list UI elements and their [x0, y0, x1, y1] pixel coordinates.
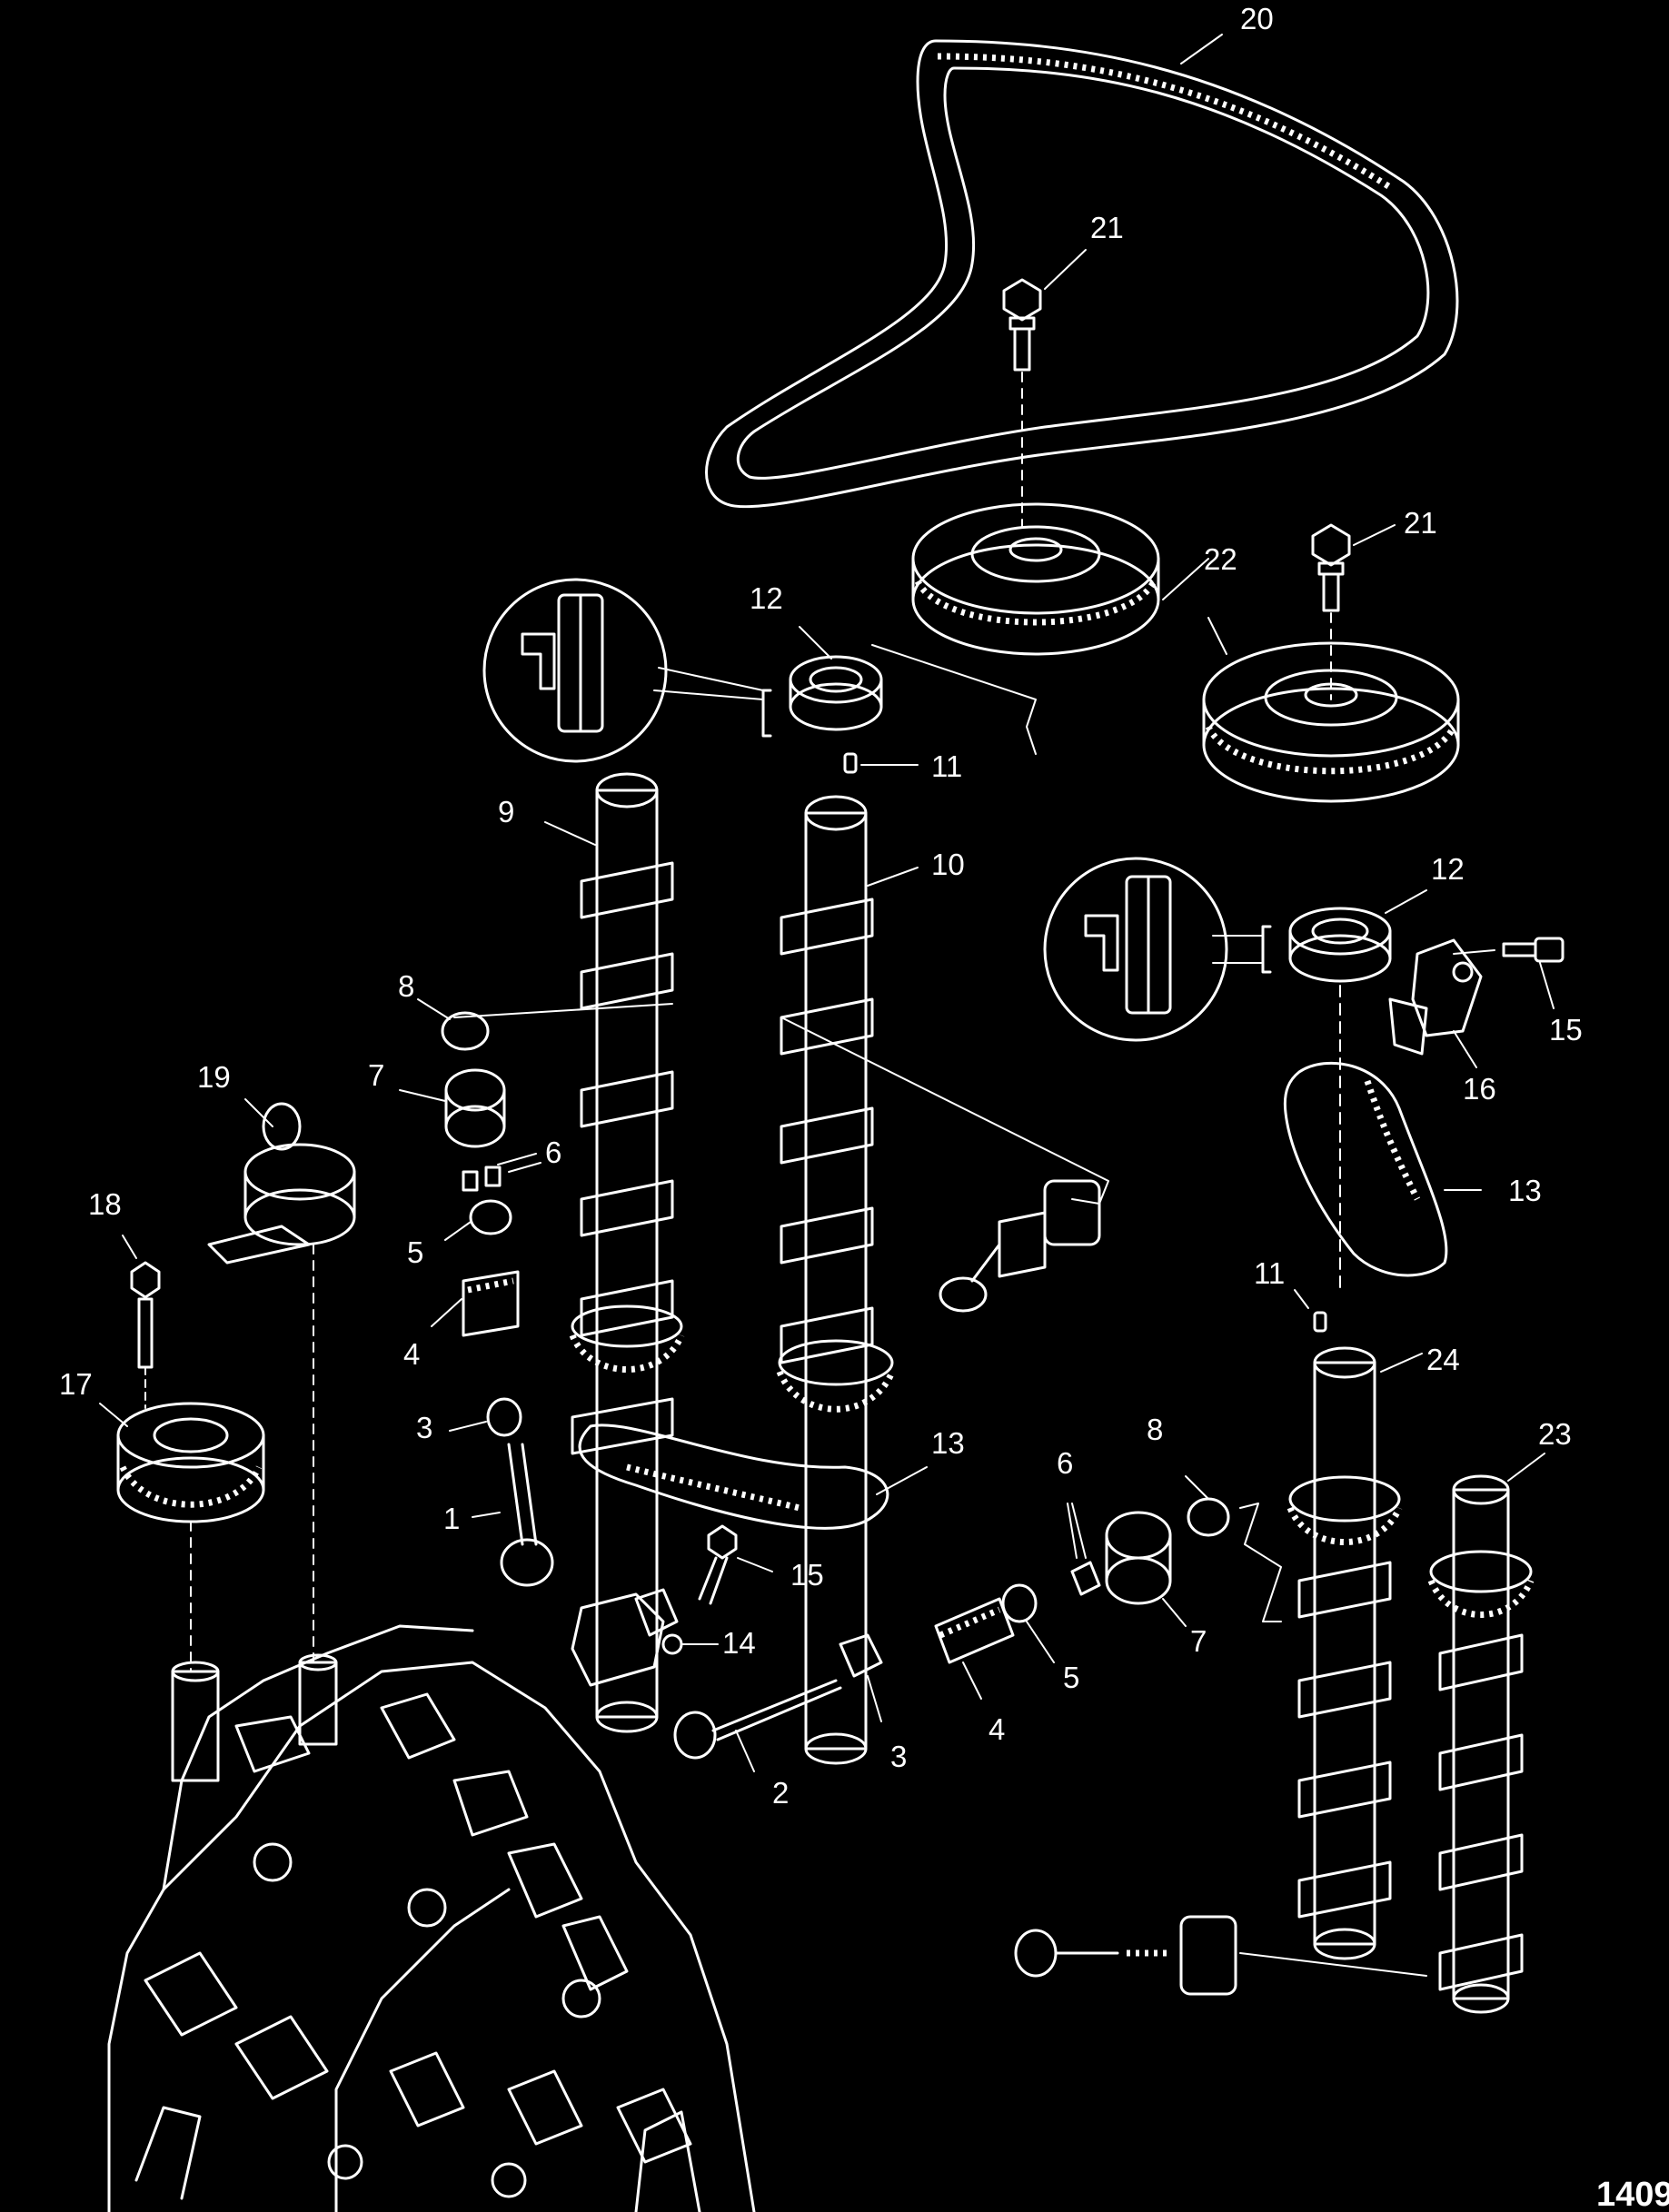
camshaft-center	[453, 795, 1109, 1765]
callout-label: 3	[890, 1740, 907, 1773]
cam-sprocket-upper	[911, 502, 1209, 656]
oil-seal-right	[1288, 889, 1427, 1291]
callout-label: 13	[931, 1426, 965, 1460]
callout-label: 8	[398, 969, 414, 1003]
bolt-crank	[122, 1235, 161, 1409]
dowel-pin-upper	[843, 752, 919, 774]
dowel-pin-right	[1294, 1289, 1327, 1333]
callout-label: 11	[1254, 1256, 1285, 1290]
valve-assembly-bottom-right	[1014, 1915, 1427, 1996]
chain-tensioner-right	[1388, 938, 1483, 1068]
callout-label: 1	[443, 1502, 460, 1535]
callout-label: 14	[722, 1626, 756, 1660]
valve-train-lower-center	[673, 1475, 1282, 1772]
engine-block	[107, 1624, 756, 2212]
callout-label: 17	[59, 1367, 93, 1401]
belt-tensioner-pulley	[207, 1098, 356, 1663]
callout-label: 12	[1431, 852, 1465, 886]
callout-label: 15	[790, 1558, 824, 1592]
crank-sprocket	[99, 1402, 265, 1672]
detail-circle-upper	[482, 578, 772, 763]
callout-label: 15	[1549, 1013, 1583, 1046]
callout-label: 20	[1240, 2, 1274, 35]
callout-label: 7	[1190, 1624, 1207, 1658]
detail-circle-right	[1043, 857, 1272, 1042]
callout-label: 19	[197, 1060, 231, 1094]
callout-label: 9	[498, 795, 514, 828]
callout-label: 18	[88, 1187, 122, 1221]
callout-label: 7	[368, 1058, 384, 1092]
callout-label: 4	[988, 1712, 1005, 1746]
callout-label: 3	[416, 1411, 432, 1444]
timing-chain-right	[1283, 1061, 1482, 1277]
callout-label: 23	[1538, 1417, 1572, 1451]
callout-label: 24	[1426, 1343, 1460, 1376]
figure-number: 1409	[1596, 2176, 1669, 2212]
callout-label: 22	[1204, 542, 1237, 576]
timing-chain-center	[578, 1423, 928, 1530]
callout-label: 16	[1463, 1072, 1496, 1106]
callout-label: 12	[750, 581, 783, 615]
callout-label: 21	[1404, 506, 1437, 540]
callout-label: 2	[772, 1776, 789, 1810]
callout-label: 5	[407, 1235, 423, 1269]
valve-train-left	[399, 998, 554, 1587]
camshaft-left	[544, 772, 685, 1733]
callout-label: 6	[545, 1136, 561, 1169]
bolt-upper	[1002, 249, 1087, 528]
callout-label: 6	[1057, 1446, 1073, 1480]
chain-tensioner-center	[571, 1588, 719, 1687]
callout-label: 8	[1147, 1413, 1163, 1446]
bolt-center	[698, 1524, 773, 1605]
valve-assembly-upper-right	[939, 1179, 1101, 1313]
camshaft-24	[1287, 1346, 1423, 1960]
camshaft-23	[1427, 1453, 1545, 2014]
callout-label: 4	[403, 1337, 420, 1371]
callout-label: 11	[931, 749, 962, 783]
callout-label: 21	[1090, 211, 1124, 244]
callout-label: 5	[1063, 1661, 1079, 1694]
timing-belt	[705, 34, 1459, 509]
cam-sprocket-lower	[1202, 617, 1460, 803]
callout-labels: 20 21 21 22 12 11 9 10 12 15 16 8 19 7 6…	[59, 2, 1669, 2212]
callout-label: 13	[1508, 1174, 1542, 1207]
callout-label: 10	[931, 848, 965, 881]
bolt-right	[1453, 937, 1565, 1009]
oil-seal-upper	[789, 626, 1037, 755]
